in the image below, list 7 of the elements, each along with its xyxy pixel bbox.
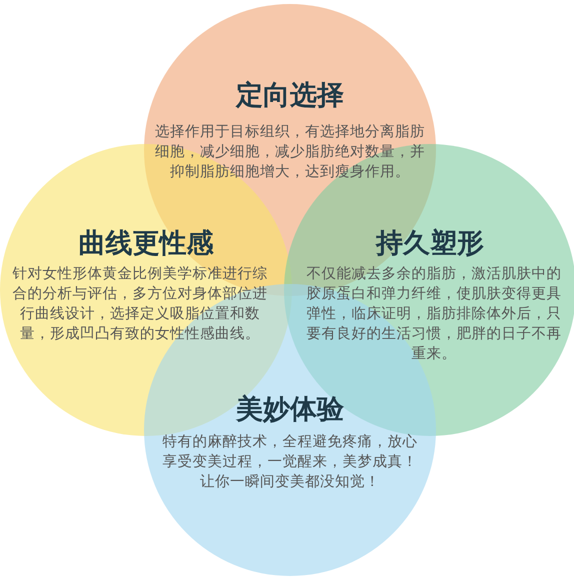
description: 特有的麻醉技术，全程避免疼痛，放心享受变美过程，一觉醒来，美梦成真！让你一瞬间变美都没知觉！ bbox=[162, 432, 418, 492]
description: 针对女性形体黄金比例美学标准进行综合的分析与评估，多方位对身体部位进行曲线设计，选择定义吸脂位置和数量，形成凹凸有致的女性性感曲线。 bbox=[12, 264, 268, 344]
heading: 曲线更性感 bbox=[78, 228, 214, 260]
heading: 持久塑形 bbox=[374, 228, 485, 260]
heading: 定向选择 bbox=[234, 80, 345, 112]
heading: 美妙体验 bbox=[234, 394, 345, 426]
description: 不仅能减去多余的脂肪，激活肌肤中的胶原蛋白和弹力纤维，使肌肤变得更具弹性，临床证明，脂肪排除体外后，只要有良好的生活习惯，肥胖的日子不再重来。 bbox=[306, 265, 562, 364]
